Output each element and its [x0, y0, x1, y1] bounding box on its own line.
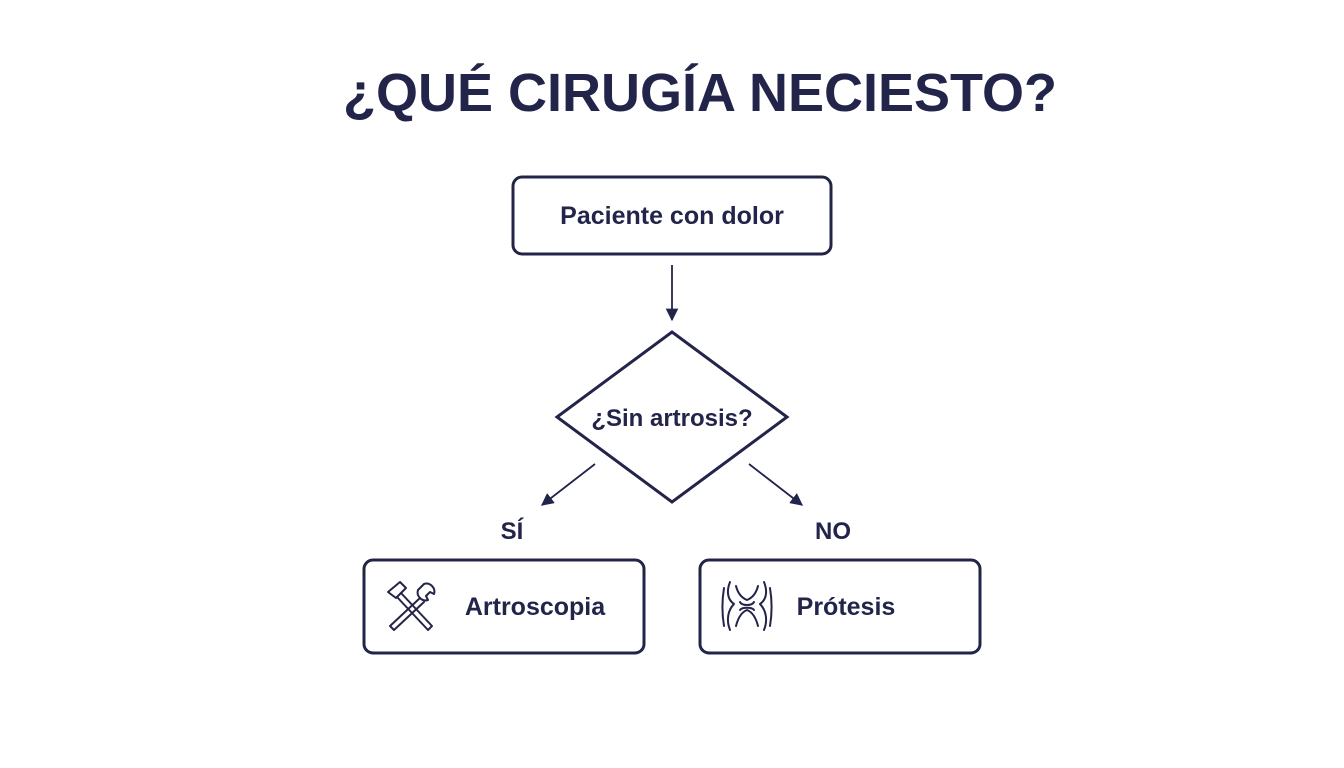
tools-icon	[387, 581, 436, 631]
artroscopia-node-box	[362, 558, 646, 655]
protesis-node-label: Prótesis	[797, 593, 896, 621]
page-title: ¿QUÉ CIRUGÍA NECIESTO?	[342, 63, 1058, 123]
start-node: Paciente con dolor	[511, 175, 833, 256]
decision-node-label: ¿Sin artrosis?	[591, 405, 752, 432]
no-branch-label: NO	[815, 518, 851, 545]
artroscopia-node: Artroscopia	[362, 558, 646, 655]
yes-branch-label: SÍ	[501, 517, 525, 545]
edge-decision-to-no	[748, 463, 803, 506]
decision-node-diamond	[554, 330, 790, 504]
knee-joint-icon	[721, 581, 773, 631]
artroscopia-node-label: Artroscopia	[465, 593, 606, 621]
start-node-label: Paciente con dolor	[560, 202, 784, 230]
decision-node: ¿Sin artrosis?	[554, 330, 790, 504]
start-node-box	[511, 175, 833, 256]
protesis-node: Prótesis	[698, 558, 982, 655]
edge-decision-to-yes	[541, 463, 596, 506]
protesis-node-box	[698, 558, 982, 655]
